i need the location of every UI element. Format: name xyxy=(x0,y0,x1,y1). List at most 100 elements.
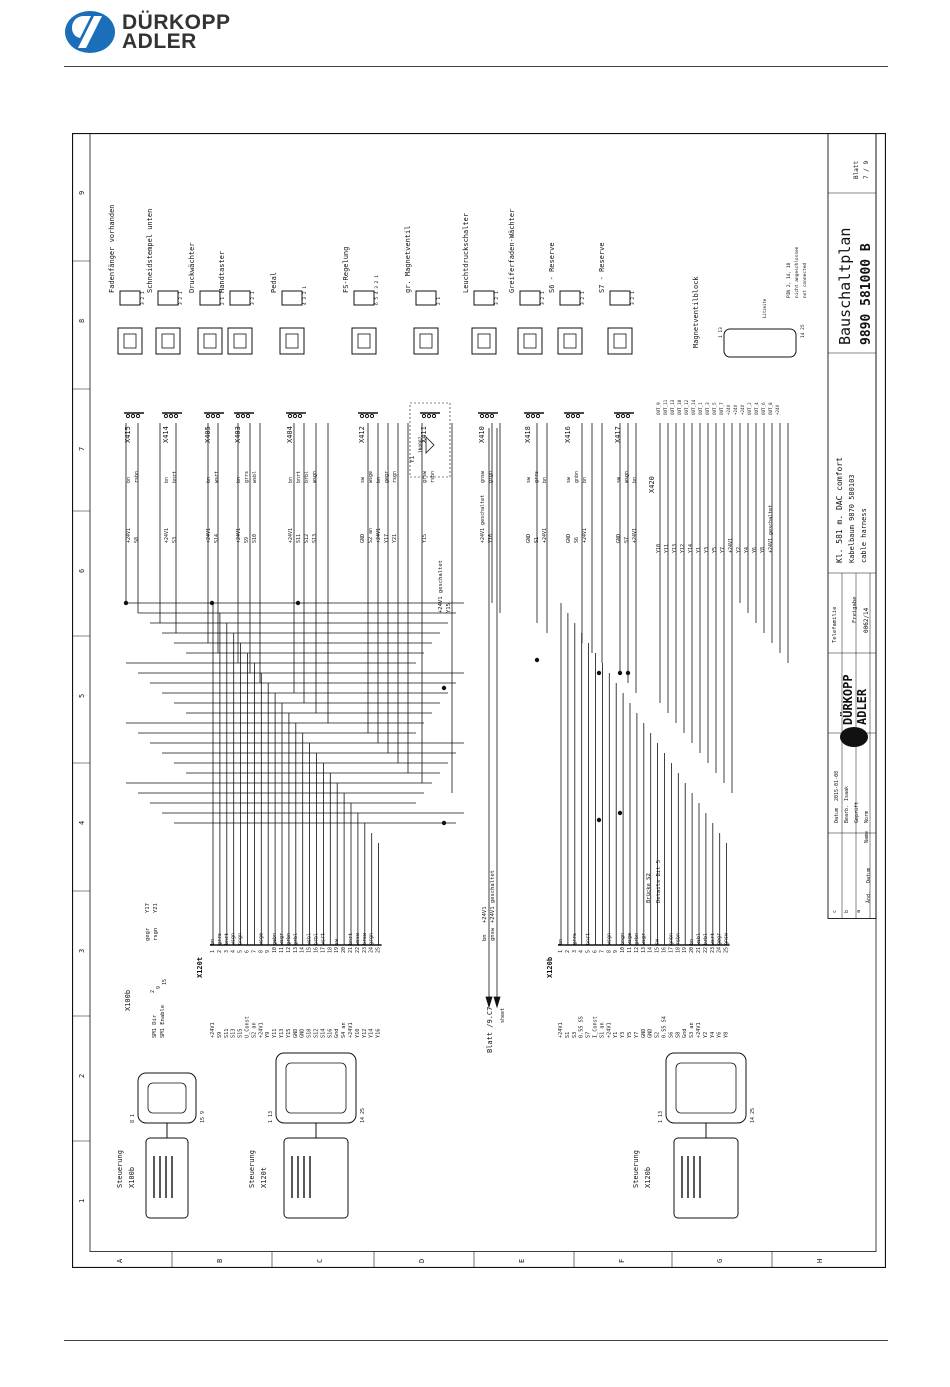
sheet-label: Blatt xyxy=(853,161,860,179)
wire-net: +24V1 xyxy=(126,528,132,543)
dsub-plug-icon xyxy=(283,1137,349,1219)
pin-socket-icon xyxy=(620,413,626,419)
wire-net: Y8 xyxy=(760,547,766,553)
pin-number: 9 xyxy=(613,950,619,953)
wire-color: gnsw xyxy=(480,470,486,483)
plug-icon xyxy=(119,290,141,306)
plug-icon xyxy=(609,290,631,306)
pin-number: 2 xyxy=(217,950,223,953)
title-field-label: Geprüft xyxy=(854,802,860,823)
connector-id: X415 xyxy=(124,426,132,443)
pin-order: 2 1 xyxy=(436,297,442,305)
terminal-label: X120b xyxy=(546,957,554,978)
grid-column-label: 7 xyxy=(78,447,86,451)
wire-net: S1 xyxy=(534,537,540,543)
grid-row-label: B xyxy=(216,1259,224,1263)
terminal-signal: +24V1 xyxy=(558,1022,564,1038)
wire-color: wsrt xyxy=(214,471,220,483)
wire-color: brbl xyxy=(314,933,320,945)
junction-dot xyxy=(534,657,540,663)
pin-range-bottom: 14 25 xyxy=(750,1108,756,1123)
wire-net: +24V1 xyxy=(236,528,242,543)
grid-column-label: 6 xyxy=(78,569,86,573)
wire-color: wssw xyxy=(355,932,361,945)
wire-color: gnbn xyxy=(668,933,674,945)
diode-label: 1N4007 xyxy=(418,436,424,453)
terminal-signal: SM1 Dir xyxy=(152,1014,158,1038)
revision-mark: b xyxy=(844,910,850,913)
wire-net: GND xyxy=(616,534,622,543)
wire-color: wsbl xyxy=(252,471,258,483)
pin-number: 25 xyxy=(724,947,730,953)
device-housing-icon xyxy=(351,327,377,355)
pin-range-bottom: 14 25 xyxy=(800,324,806,338)
junction-dot xyxy=(596,817,602,823)
wire-net: S3 xyxy=(172,537,178,543)
pin-socket-icon xyxy=(240,413,246,419)
wire-net: +24V1 xyxy=(542,528,548,543)
pin-note: PIN 2, 14, 18 xyxy=(786,262,792,298)
diode-icon xyxy=(425,436,435,454)
terminal-label: X100b xyxy=(124,990,132,1011)
pin-socket-icon xyxy=(135,413,141,419)
wire-color: wsge xyxy=(368,471,374,483)
pin-order: 6 5 4 3 2 1 xyxy=(374,275,380,305)
grid-column-label: 3 xyxy=(78,949,86,953)
wire-net: +24V1 xyxy=(206,528,212,543)
wire-net: Y5 xyxy=(712,547,718,553)
wire-color: bnrt xyxy=(296,471,302,483)
dsub-socket-icon xyxy=(137,1072,197,1124)
terminal-signal: U_Const xyxy=(245,1016,251,1038)
pin-number: 22 xyxy=(703,947,709,953)
note-text: Details Bit 5 xyxy=(656,860,662,903)
pin-socket-icon xyxy=(535,413,541,419)
terminal-signal: S13 xyxy=(231,1029,237,1038)
module-box xyxy=(409,402,451,478)
terminal-signal: S6 xyxy=(668,1032,674,1038)
grid-row-label: A xyxy=(116,1258,124,1263)
pin-number: 18 xyxy=(675,947,681,953)
pin-number: 3 xyxy=(224,950,230,953)
sheet-ref-text: Blatt /9.C7 xyxy=(486,1007,494,1053)
pin-order: 3 2 1 xyxy=(250,291,256,305)
wire-color: bn xyxy=(206,477,212,483)
wire-color: gnbn xyxy=(574,471,580,483)
plug-icon xyxy=(519,290,541,306)
wire-color: bn xyxy=(689,939,695,945)
connector-id: X414 xyxy=(162,426,170,443)
plug-icon xyxy=(281,290,303,306)
drawing-description: cable harness xyxy=(860,508,868,563)
wire-color: bn xyxy=(542,477,548,483)
wire-color: gegr xyxy=(717,933,723,945)
wire-color: grgn xyxy=(488,471,494,483)
wire-color: sw xyxy=(655,938,661,945)
device-insert-icon xyxy=(161,333,175,349)
connector-id: X417 xyxy=(614,426,622,443)
arrow-head-icon xyxy=(485,996,493,1009)
terminal-signal: SM1 Enable xyxy=(160,1005,166,1038)
wire-color: brbl xyxy=(304,471,310,483)
terminal-signal: S12 xyxy=(314,1029,320,1038)
device-housing-icon xyxy=(413,327,439,355)
brand-logo: DÜRKOPP ADLER xyxy=(64,10,231,54)
terminal-signal: S16 xyxy=(327,1029,333,1038)
device-housing-icon xyxy=(155,327,181,355)
terminal-signal: 0.55 S4 xyxy=(662,1016,668,1038)
wire-net: Y4 xyxy=(744,547,750,553)
pin-number: 9 xyxy=(265,950,271,953)
terminal-signal: Y16 xyxy=(376,1029,382,1038)
device-label: gr. Magnetventil xyxy=(404,226,412,293)
pin-number: 5 xyxy=(586,950,592,953)
device-insert-icon xyxy=(563,333,577,349)
grid-row-label: H xyxy=(816,1259,824,1263)
pin-number: 19 xyxy=(682,947,688,953)
wire-color: grbn xyxy=(286,933,292,945)
wire-net: +24V1 xyxy=(728,538,734,553)
title-field-value: Isaak xyxy=(844,786,850,801)
drawing-description: Kl. 581 m. DAC comfort xyxy=(835,457,844,563)
